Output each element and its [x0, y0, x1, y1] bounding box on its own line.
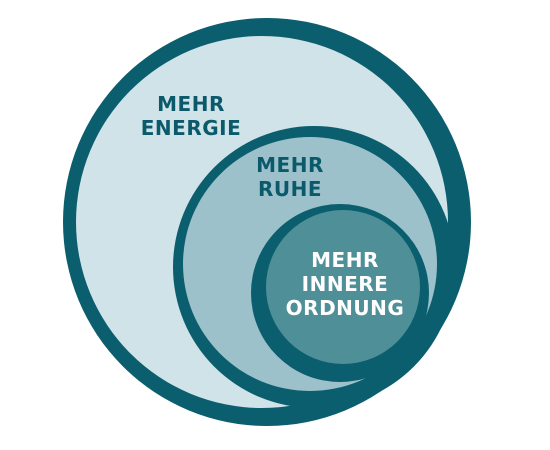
inner-label-line-3: ORDNUNG [286, 296, 405, 320]
inner-label-line-2: INNERE [302, 272, 389, 296]
middle-label-line-2: RUHE [258, 177, 322, 201]
inner-circle-fill [266, 210, 420, 364]
outer-label-line-2: ENERGIE [141, 116, 241, 140]
middle-label-line-1: MEHR [256, 153, 324, 177]
inner-label-line-1: MEHR [311, 248, 379, 272]
outer-label-line-1: MEHR [157, 92, 225, 116]
